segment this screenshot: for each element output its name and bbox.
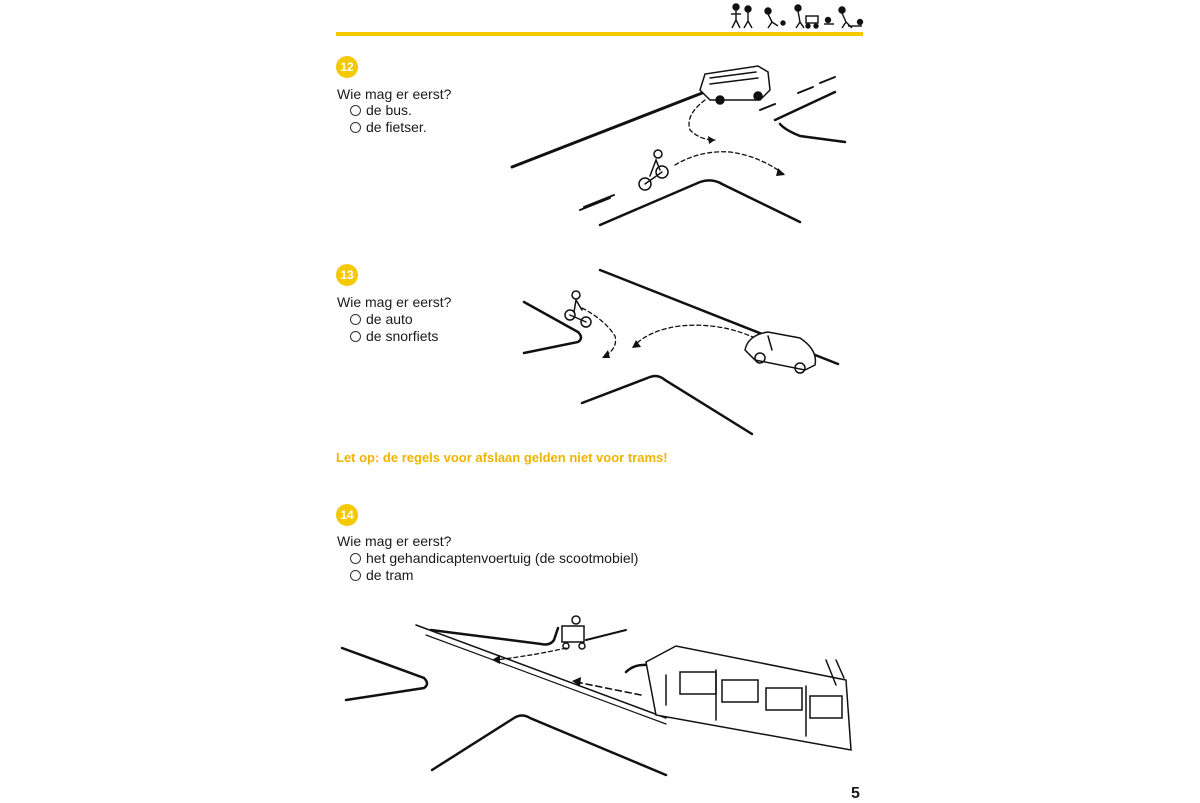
answer-option[interactable]: de snorfiets — [350, 327, 438, 345]
answer-option[interactable]: de tram — [350, 566, 413, 584]
intersection-illustration-tram-scootmobile — [340, 615, 852, 777]
answer-option[interactable]: de auto — [350, 310, 413, 328]
answer-option-label: de bus. — [366, 102, 412, 118]
answer-option[interactable]: de fietser. — [350, 118, 427, 136]
intersection-illustration-bus-cyclist — [510, 65, 847, 227]
answer-option-label: de auto — [366, 311, 413, 327]
answer-option-label: de snorfiets — [366, 328, 439, 344]
question-number-badge: 13 — [336, 264, 358, 286]
question-prompt: Wie mag er eerst? — [337, 294, 452, 310]
answer-option-label: de fietser. — [366, 119, 427, 135]
question-prompt: Wie mag er eerst? — [337, 86, 452, 102]
radio-button[interactable] — [350, 330, 361, 342]
answer-option-label: de tram — [366, 567, 414, 583]
question-number-badge: 14 — [336, 504, 358, 526]
page-number: 5 — [851, 785, 860, 802]
answer-option[interactable]: de bus. — [350, 101, 412, 119]
radio-button[interactable] — [350, 552, 361, 564]
radio-button[interactable] — [350, 569, 361, 581]
header-rule — [336, 32, 863, 36]
answer-option-label: het gehandicaptenvoertuig (de scootmobie… — [366, 550, 639, 566]
radio-button[interactable] — [350, 121, 361, 133]
tram-rule-note: Let op: de regels voor afslaan gelden ni… — [336, 450, 668, 465]
intersection-illustration-car-moped — [522, 268, 840, 436]
pedestrians-header-icon — [731, 3, 864, 29]
question-number-badge: 12 — [336, 56, 358, 78]
radio-button[interactable] — [350, 313, 361, 325]
radio-button[interactable] — [350, 104, 361, 116]
answer-option[interactable]: het gehandicaptenvoertuig (de scootmobie… — [350, 549, 638, 567]
question-prompt: Wie mag er eerst? — [337, 533, 452, 549]
